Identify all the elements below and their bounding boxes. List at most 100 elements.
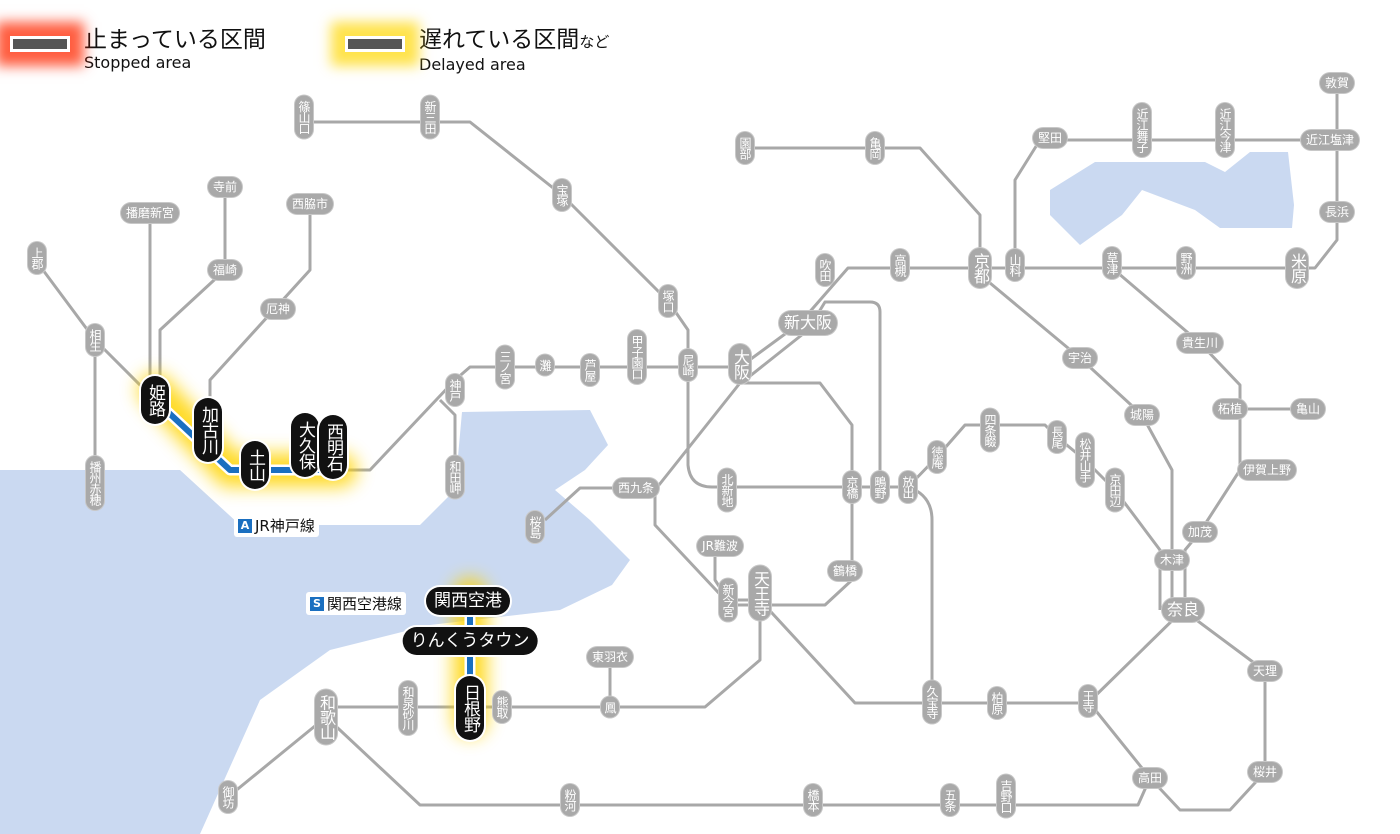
station-label[interactable]: 鶴橋 <box>827 561 863 581</box>
affected-station-label[interactable]: 日根野 <box>456 676 484 740</box>
line-label-kansai-airport[interactable]: S 関西空港線 <box>306 592 407 615</box>
station-label[interactable]: 近江塩津 <box>1300 130 1360 150</box>
line-name: JR神戸線 <box>255 517 315 535</box>
station-label[interactable]: 加茂 <box>1182 522 1218 542</box>
station-label[interactable]: 篠山口 <box>295 95 313 139</box>
station-label[interactable]: 伊賀上野 <box>1237 460 1297 480</box>
lake-biwa <box>1050 152 1294 245</box>
station-label[interactable]: 桜島 <box>526 511 544 543</box>
station-label[interactable]: 天王寺 <box>749 565 771 621</box>
affected-station-label[interactable]: 大久保 <box>291 413 319 477</box>
legend-delayed-suffix: など <box>579 33 610 51</box>
station-label[interactable]: 橋本 <box>804 784 822 816</box>
station-label[interactable]: 堅田 <box>1032 128 1068 148</box>
station-label[interactable]: 柏原 <box>988 687 1006 719</box>
station-label[interactable]: 徳庵 <box>928 441 946 473</box>
station-label[interactable]: 粉河 <box>561 784 579 816</box>
station-label[interactable]: 和歌山 <box>315 689 337 745</box>
station-label[interactable]: 京都 <box>969 248 991 288</box>
station-label[interactable]: 高田 <box>1132 768 1168 788</box>
station-label[interactable]: 新三田 <box>421 95 439 139</box>
station-label[interactable]: 米原 <box>1286 248 1308 288</box>
affected-station-label[interactable]: 土山 <box>241 441 269 489</box>
station-label[interactable]: 久宝寺 <box>923 680 941 724</box>
station-label[interactable]: 野洲 <box>1177 247 1195 279</box>
station-label[interactable]: 長浜 <box>1319 202 1355 222</box>
osaka-bay <box>0 410 630 834</box>
station-label[interactable]: 木津 <box>1154 550 1190 570</box>
station-label[interactable]: 柘植 <box>1212 399 1248 419</box>
station-label[interactable]: 王寺 <box>1079 685 1097 717</box>
station-label[interactable]: 山科 <box>1006 249 1024 281</box>
station-label[interactable]: 厄神 <box>260 299 296 319</box>
station-label[interactable]: 高槻 <box>891 249 909 281</box>
line-label-jr-kobe[interactable]: A JR神戸線 <box>234 514 319 537</box>
station-label[interactable]: 奈良 <box>1161 598 1205 622</box>
station-label[interactable]: 放出 <box>899 471 917 503</box>
legend-stopped: 止まっている区間 Stopped area <box>0 26 266 72</box>
station-label[interactable]: 大阪 <box>729 344 751 384</box>
station-label[interactable]: 西脇市 <box>286 194 334 214</box>
sea <box>0 152 1294 834</box>
legend-delayed-ja: 遅れている区間 <box>419 27 580 53</box>
station-label[interactable]: 三ノ宮 <box>496 345 514 389</box>
legend-delayed-en: Delayed area <box>419 55 526 74</box>
station-label[interactable]: 鳳 <box>601 696 619 718</box>
legend-delayed: 遅れている区間など Delayed area <box>335 26 609 74</box>
station-label[interactable]: 尼崎 <box>679 349 697 381</box>
station-label[interactable]: 五条 <box>941 784 959 816</box>
affected-station-label[interactable]: 加古川 <box>194 398 222 462</box>
station-label[interactable]: 上郡 <box>28 242 46 274</box>
station-label[interactable]: 天理 <box>1247 661 1283 681</box>
affected-station-label[interactable]: 西明石 <box>319 415 347 479</box>
station-label[interactable]: 松井山手 <box>1076 433 1094 487</box>
station-label[interactable]: 塚口 <box>659 285 677 317</box>
station-label[interactable]: 四条畷 <box>981 408 999 452</box>
station-label[interactable]: 宇治 <box>1062 348 1098 368</box>
station-label[interactable]: 亀岡 <box>866 132 884 164</box>
station-label[interactable]: 宝塚 <box>553 179 571 211</box>
station-label[interactable]: 播磨新宮 <box>120 203 180 223</box>
station-label[interactable]: 城陽 <box>1124 405 1160 425</box>
station-label[interactable]: 芦屋 <box>581 354 599 386</box>
station-label[interactable]: 御坊 <box>219 781 237 813</box>
station-label[interactable]: 吹田 <box>816 254 834 286</box>
station-label[interactable]: 北新地 <box>718 468 736 512</box>
station-label[interactable]: 新大阪 <box>778 311 838 335</box>
station-label[interactable]: 園部 <box>736 132 754 164</box>
station-label[interactable]: 近江今津 <box>1216 103 1234 157</box>
station-label[interactable]: 京橋 <box>843 471 861 503</box>
station-label[interactable]: 和田岬 <box>446 455 464 499</box>
station-label[interactable]: 亀山 <box>1290 399 1326 419</box>
station-label[interactable]: 灘 <box>536 354 554 376</box>
station-label[interactable]: JR難波 <box>697 536 743 556</box>
line-name: 関西空港線 <box>327 595 403 613</box>
station-label[interactable]: 福崎 <box>207 260 243 280</box>
station-label[interactable]: 敦賀 <box>1319 73 1355 93</box>
station-label[interactable]: 和泉砂川 <box>399 681 417 735</box>
station-label[interactable]: 西九条 <box>612 478 660 498</box>
station-label[interactable]: 桜井 <box>1247 762 1283 782</box>
station-label[interactable]: 京田辺 <box>1106 468 1124 512</box>
station-label[interactable]: 熊取 <box>493 691 511 723</box>
delayed-swatch <box>345 36 405 52</box>
station-label[interactable]: 鴫野 <box>871 471 889 503</box>
station-label[interactable]: 吉野口 <box>997 774 1015 818</box>
station-label[interactable]: 寺前 <box>207 177 243 197</box>
affected-station-label[interactable]: りんくうタウン <box>402 627 538 655</box>
station-label[interactable]: 東羽衣 <box>586 647 634 667</box>
station-label[interactable]: 貴生川 <box>1176 333 1224 353</box>
station-label[interactable]: 神戸 <box>446 374 464 406</box>
legend-stopped-en: Stopped area <box>84 53 192 72</box>
station-label[interactable]: 新今宮 <box>719 578 737 622</box>
station-label[interactable]: 播州赤穂 <box>86 456 104 510</box>
station-label[interactable]: 甲子園口 <box>628 330 646 384</box>
stopped-swatch <box>10 36 70 52</box>
station-label[interactable]: 長尾 <box>1048 421 1066 453</box>
affected-station-label[interactable]: 関西空港 <box>426 587 510 615</box>
station-label[interactable]: 相生 <box>86 324 104 356</box>
affected-station-label[interactable]: 姫路 <box>141 376 169 424</box>
station-label[interactable]: 近江舞子 <box>1133 103 1151 157</box>
station-label[interactable]: 草津 <box>1103 247 1121 279</box>
